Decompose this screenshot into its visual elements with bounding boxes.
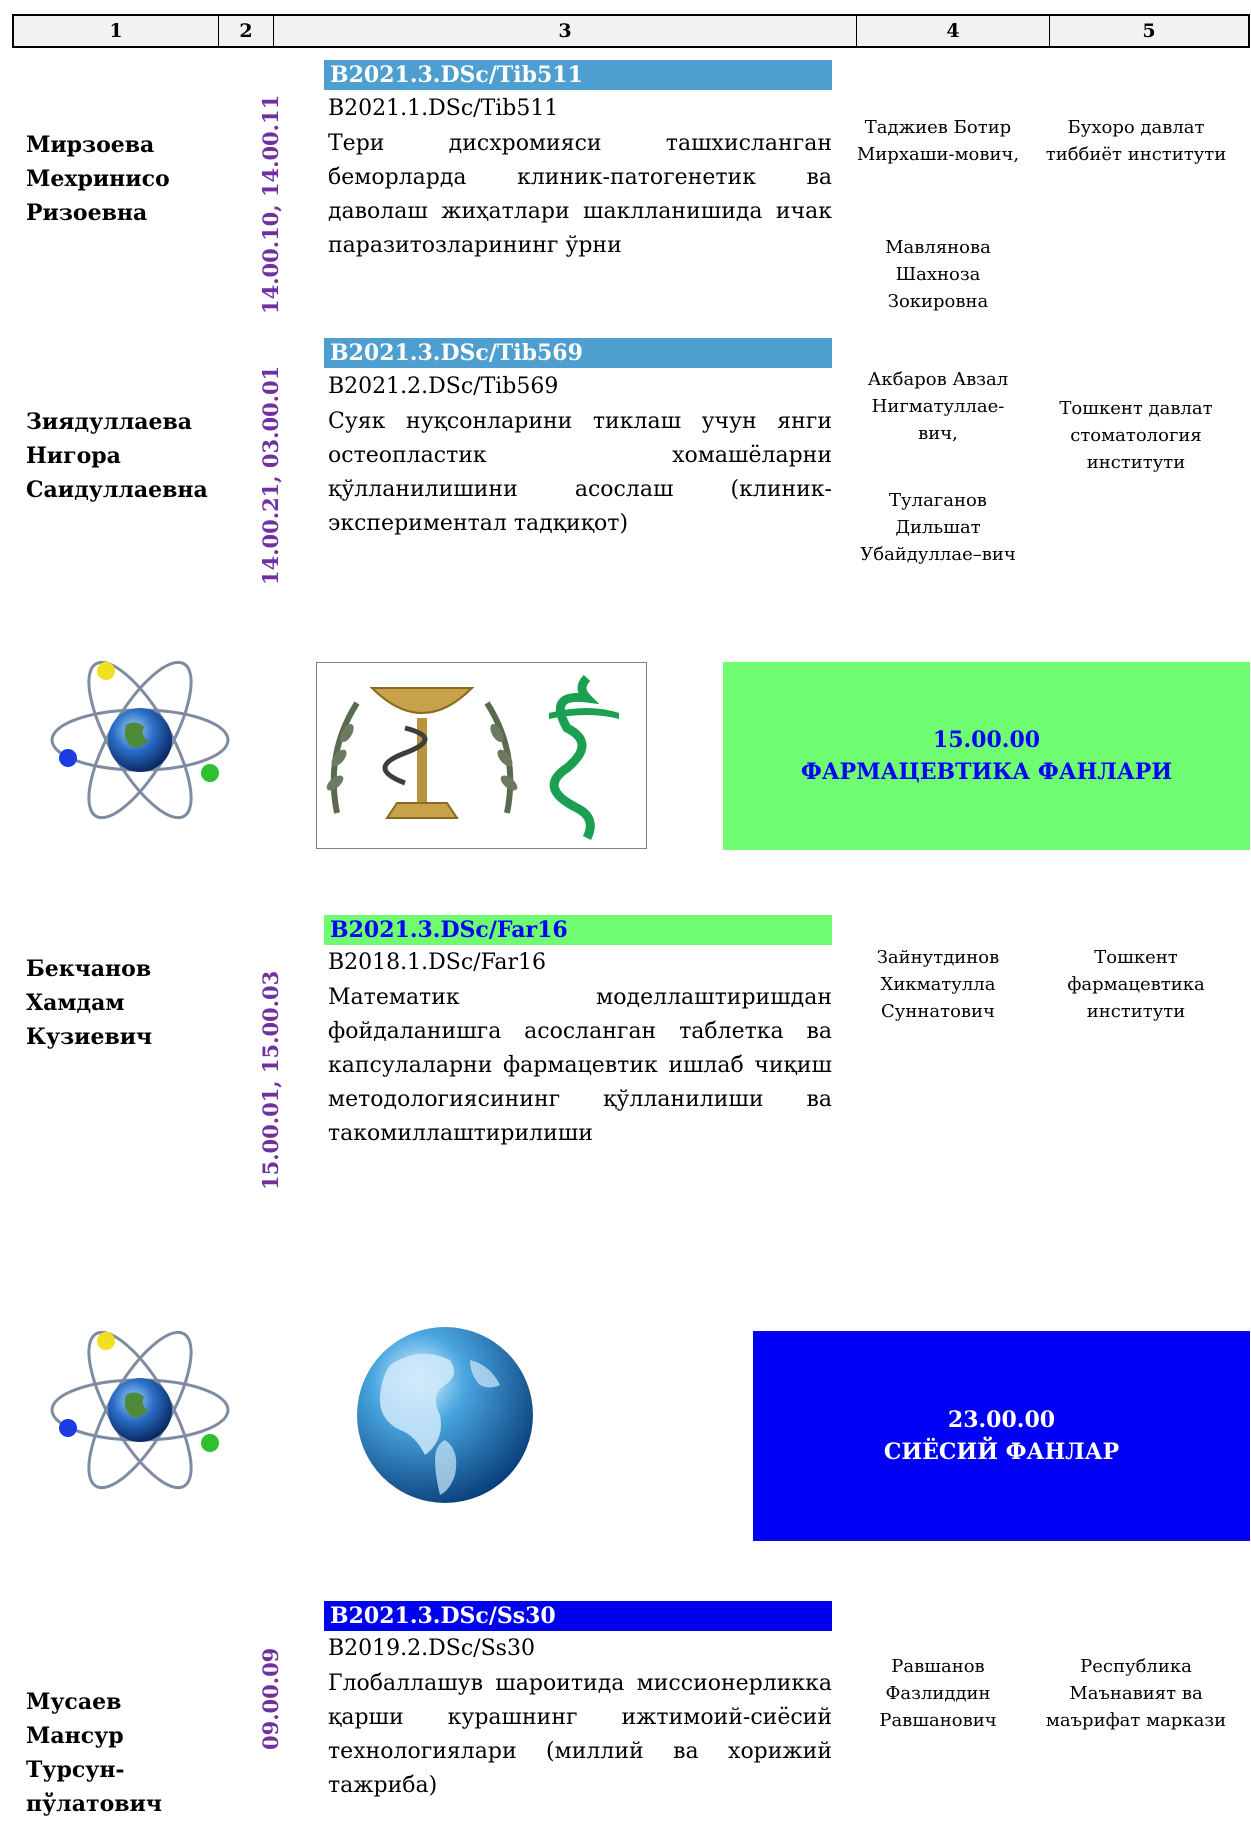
bowl-of-hygieia-icon (326, 674, 619, 841)
section-code: 23.00.00 (947, 1407, 1056, 1433)
supervisor: Таджиев Ботир Мирхаши-мович, (856, 117, 1020, 165)
globe-icon (357, 1327, 533, 1503)
specialty-code: 14.00.10, 14.00.11 (258, 94, 283, 314)
institution: Республика Маънавият ва маърифат маркази (1045, 1656, 1227, 1731)
column-header-4: 4 (856, 16, 1049, 46)
supervisor: Зайнутдинов Хикматулла Суннатович (876, 947, 1000, 1022)
registration-code-bar: B2021.3.DSc/Ss30 (324, 1601, 832, 1631)
registration-code-bar: B2021.3.DSc/Tib569 (324, 338, 832, 368)
supervisor: Равшанов Фазлиддин Равшанович (879, 1656, 997, 1731)
column-header-3: 3 (273, 16, 856, 46)
previous-code: B2021.2.DSc/Tib569 (328, 374, 559, 399)
section-code: 15.00.00 (932, 727, 1041, 753)
dissertation-title: Тери дисхромияси ташхисланган беморларда… (328, 131, 832, 258)
section-banner-pharmaceutics: 15.00.00 ФАРМАЦЕВТИКА ФАНЛАРИ (723, 662, 1250, 850)
column-header-1: 1 (109, 20, 123, 42)
section-banner-political-sciences: 23.00.00 СИЁСИЙ ФАНЛАР (753, 1331, 1250, 1541)
atom-icon (50, 660, 230, 820)
specialty-code: 15.00.01, 15.00.03 (258, 970, 283, 1190)
specialty-code: 14.00.21, 03.00.01 (258, 365, 283, 585)
previous-code: B2018.1.DSc/Far16 (328, 950, 546, 975)
supervisor-2: Мавлянова Шахноза Зокировна (885, 237, 991, 312)
supervisor-2: Тулаганов Дильшат Убайдуллае–вич (860, 490, 1016, 565)
registration-code-bar: B2021.3.DSc/Far16 (324, 915, 832, 945)
dissertation-title: Суяк нуқсонларини тиклаш учун янги остео… (328, 409, 832, 536)
institution: Бухоро давлат тиббиёт институти (1045, 117, 1227, 165)
atom-icon (50, 1330, 230, 1490)
column-header-2: 2 (218, 16, 273, 46)
dissertation-title: Глобаллашув шароитида миссионерликка қар… (328, 1671, 832, 1798)
supervisor: Акбаров Авзал Нигматуллае-вич, (867, 369, 1009, 444)
specialty-code: 09.00.09 (258, 1647, 283, 1750)
institution: Тошкент давлат стоматология институти (1059, 398, 1213, 473)
pharmacy-emblem-image (316, 662, 647, 849)
column-header-5: 5 (1049, 16, 1248, 46)
section-title: СИЁСИЙ ФАНЛАР (883, 1439, 1120, 1465)
table-header: 1 2 3 4 5 (12, 14, 1250, 48)
institution: Тошкент фармацевтика институти (1067, 947, 1205, 1022)
dissertation-title: Математик моделлаштиришдан фойдаланишга … (328, 985, 832, 1146)
previous-code: B2019.2.DSc/Ss30 (328, 1636, 535, 1661)
section-title: ФАРМАЦЕВТИКА ФАНЛАРИ (800, 759, 1173, 785)
previous-code: B2021.1.DSc/Tib511 (328, 96, 559, 121)
registration-code-bar: B2021.3.DSc/Tib511 (324, 60, 832, 90)
